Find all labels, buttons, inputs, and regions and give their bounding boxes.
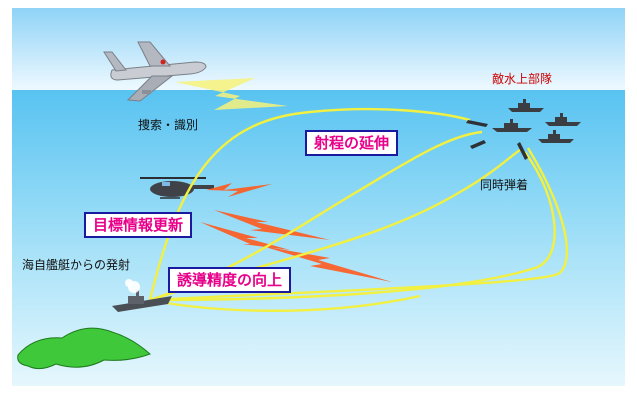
range-extension-box: 射程の延伸 [305,130,399,156]
missile-icon [466,120,528,160]
search-beam [175,78,288,110]
destroyer-icon [112,279,172,312]
patrol-aircraft-icon [103,41,207,102]
datalink-zigzag [200,183,392,282]
launch-from-ship-label: 海自艦艇からの発射 [22,258,131,272]
helicopter-icon [140,177,214,199]
enemy-surface-unit-label: 敵水上部隊 [492,72,553,86]
search-identify-label: 捜索・識別 [138,118,199,132]
guidance-precision-box: 誘導精度の向上 [168,267,292,293]
warship-icon [492,99,581,143]
island-icon [17,327,151,370]
simultaneous-impact-label: 同時弾着 [480,178,529,192]
target-info-update-box: 目標情報更新 [84,212,193,238]
